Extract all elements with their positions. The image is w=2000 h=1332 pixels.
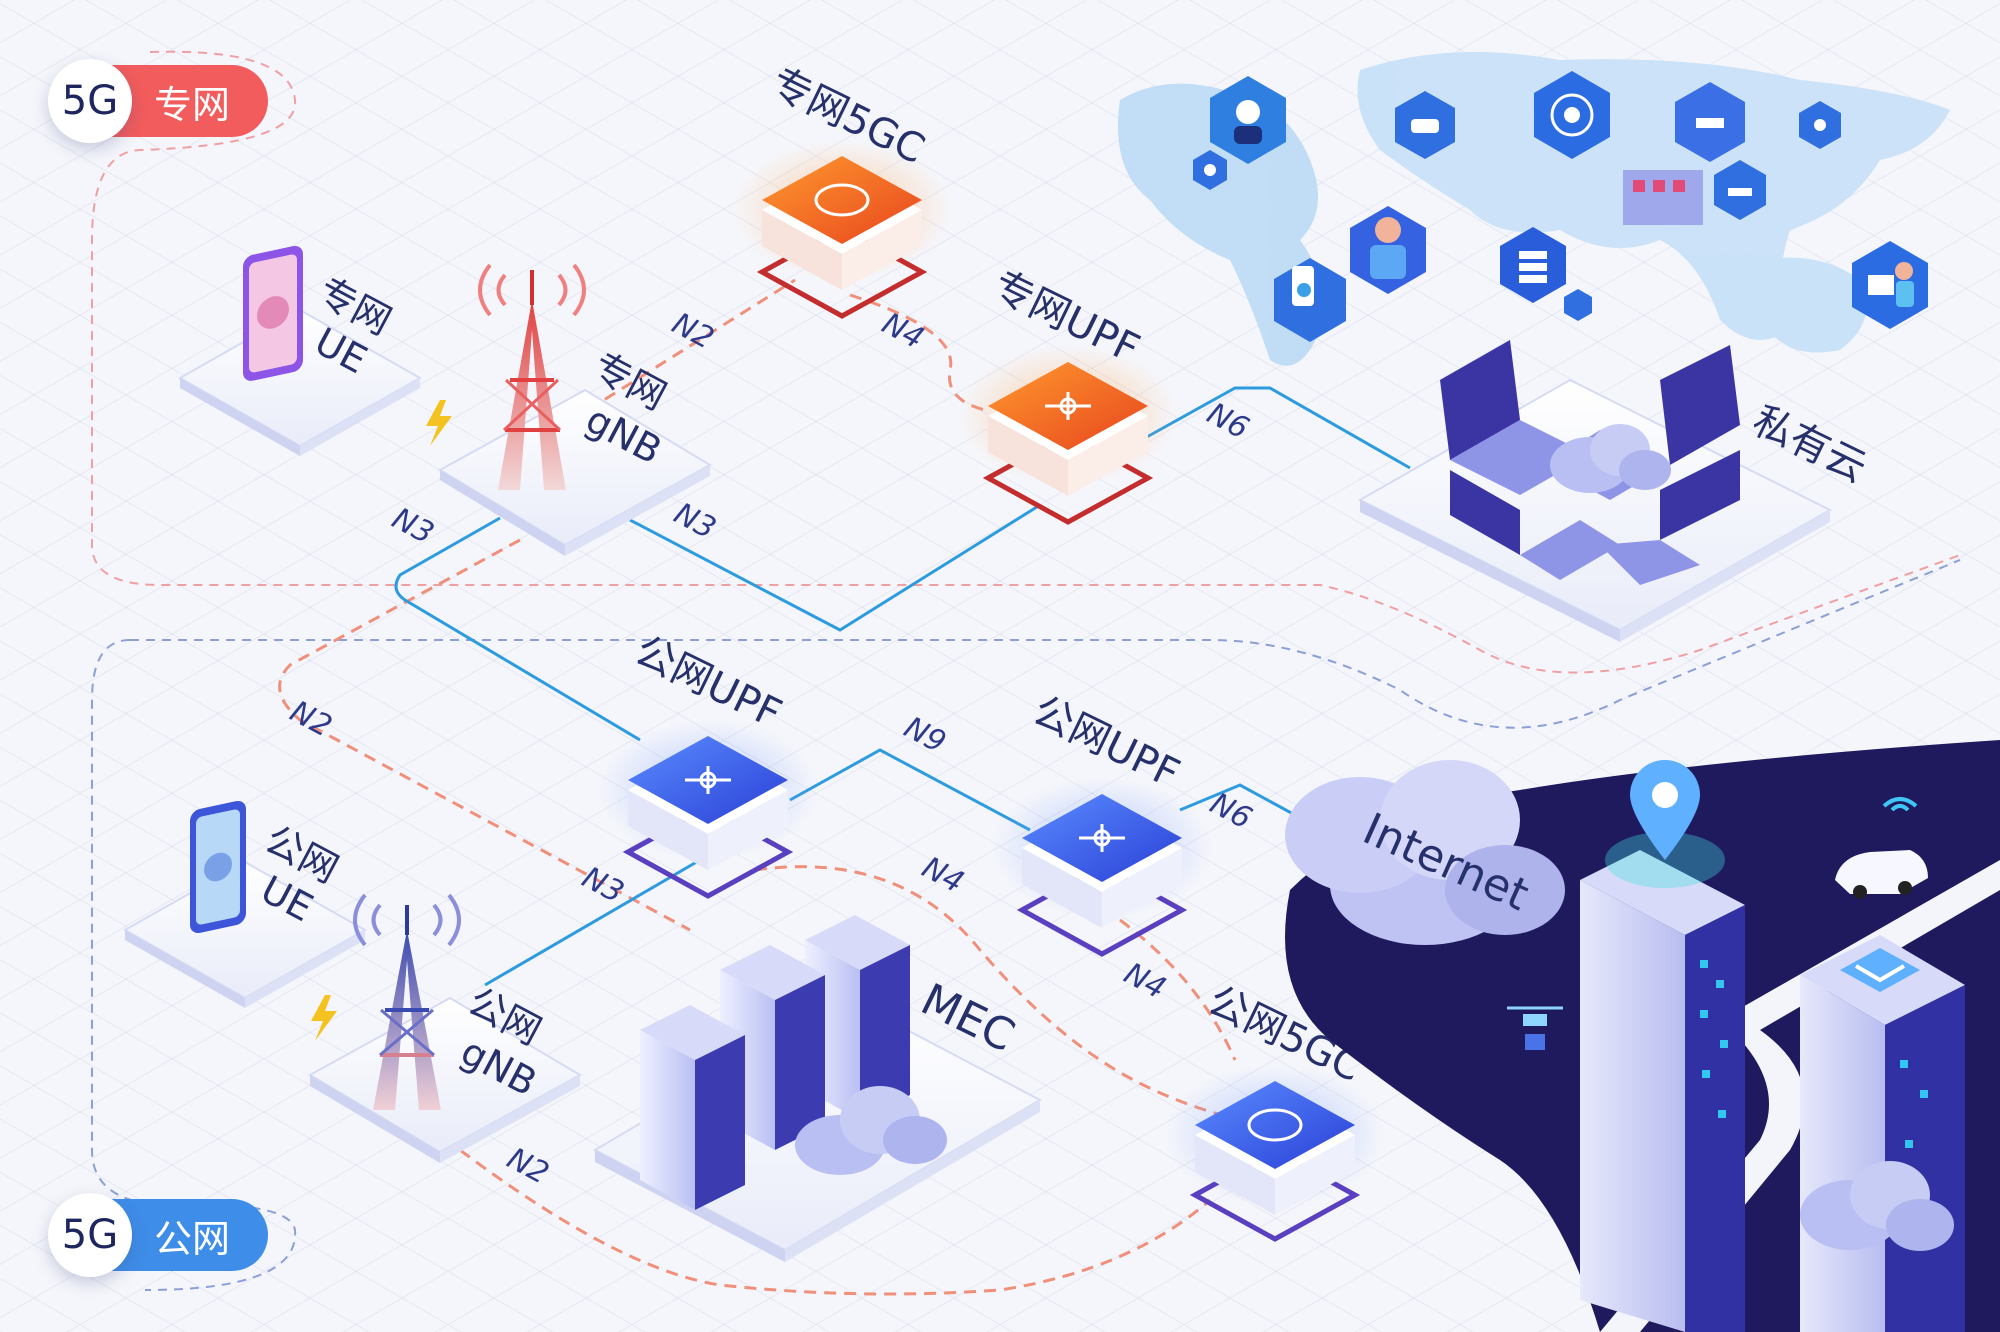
laptop-icon	[1600, 450, 1740, 585]
link-label-n9: N9	[898, 710, 951, 760]
link-n9-path	[789, 748, 1031, 832]
phone-icon	[243, 245, 303, 381]
link-label-n4-private: N4	[876, 306, 929, 356]
globe-icon	[1247, 1108, 1303, 1142]
private-cloud[interactable]: 私有云	[1357, 340, 1874, 642]
drone-icon	[1507, 1006, 1563, 1050]
private-upf[interactable]: 专网UPF	[958, 263, 1178, 525]
public-upf-2[interactable]: 公网UPF	[992, 688, 1212, 957]
building-tower	[1580, 850, 1745, 1332]
map-hex-icons	[1193, 71, 1928, 342]
wifi-icon	[1882, 797, 1918, 812]
lightning-icon	[311, 995, 337, 1041]
link-n4-public-path	[754, 865, 1241, 1122]
cloud-icon	[1800, 1161, 1954, 1251]
cloud-icon	[1550, 424, 1671, 493]
location-pin-icon	[1605, 760, 1725, 888]
public-upf-1[interactable]: 公网UPF	[598, 628, 818, 899]
link-label-n2-private: N2	[666, 306, 719, 356]
link-label-n4-public-a: N4	[916, 850, 969, 900]
lightning-icon	[426, 400, 452, 446]
private-gnb[interactable]: 专网 gNB	[437, 263, 713, 556]
link-n2-public-a-path	[278, 538, 691, 932]
link-n2-public-b-path	[459, 1148, 1211, 1296]
link-label-n3-private-b: N3	[668, 496, 721, 546]
phone-icon	[190, 800, 246, 934]
link-label-n2-public-b: N2	[501, 1141, 554, 1191]
internet-cloud[interactable]: Internet	[1285, 760, 1565, 945]
badge-5g-public-prefix: 5G	[48, 1193, 132, 1277]
link-n3-private-path	[629, 503, 1041, 632]
car-icon	[1835, 850, 1928, 899]
public-gnb[interactable]: 公网 gNB	[307, 893, 583, 1163]
server-rack-icon	[640, 1005, 745, 1210]
cloud-icon	[795, 1086, 947, 1175]
badge-5g-private-prefix: 5G	[48, 59, 132, 143]
badge-5g-public: 5G 公网	[48, 1193, 269, 1277]
tower-icon	[478, 263, 586, 490]
badge-5g-public-label: 公网	[102, 1199, 269, 1271]
link-n3-public-path	[484, 858, 701, 987]
public-ue[interactable]: 公网 UE	[122, 799, 368, 1041]
private-zone-boundary	[91, 50, 1961, 674]
link-label-n4-public-b: N4	[1118, 956, 1171, 1006]
router-icon	[685, 766, 731, 794]
badge-5g-private: 5G 专网	[48, 59, 269, 143]
link-n6-private-path	[1144, 386, 1411, 470]
link-n2-private-path	[587, 278, 796, 412]
tower-icon	[353, 893, 461, 1110]
badge-5g-private-label: 专网	[102, 65, 269, 137]
user-plane-links	[394, 386, 1411, 987]
private-5gc[interactable]: 专网5GC	[732, 60, 952, 319]
building-windows	[1700, 960, 1928, 1148]
link-label-n3-public: N3	[576, 860, 629, 910]
link-n3-private-down-path	[394, 516, 641, 742]
router-icon	[1079, 824, 1125, 852]
email-icon	[1840, 948, 1920, 992]
building-tower	[1800, 935, 1965, 1332]
mec[interactable]: MEC	[592, 915, 1043, 1262]
router-icon	[1045, 392, 1091, 420]
globe-icon	[814, 183, 870, 217]
private-ue[interactable]: 专网 UE	[177, 244, 452, 456]
laptop-icon	[1450, 470, 1620, 580]
laptop-icon	[1440, 340, 1590, 495]
link-label-n6-public: N6	[1204, 786, 1257, 836]
link-label-n3-private-a: N3	[386, 501, 439, 551]
